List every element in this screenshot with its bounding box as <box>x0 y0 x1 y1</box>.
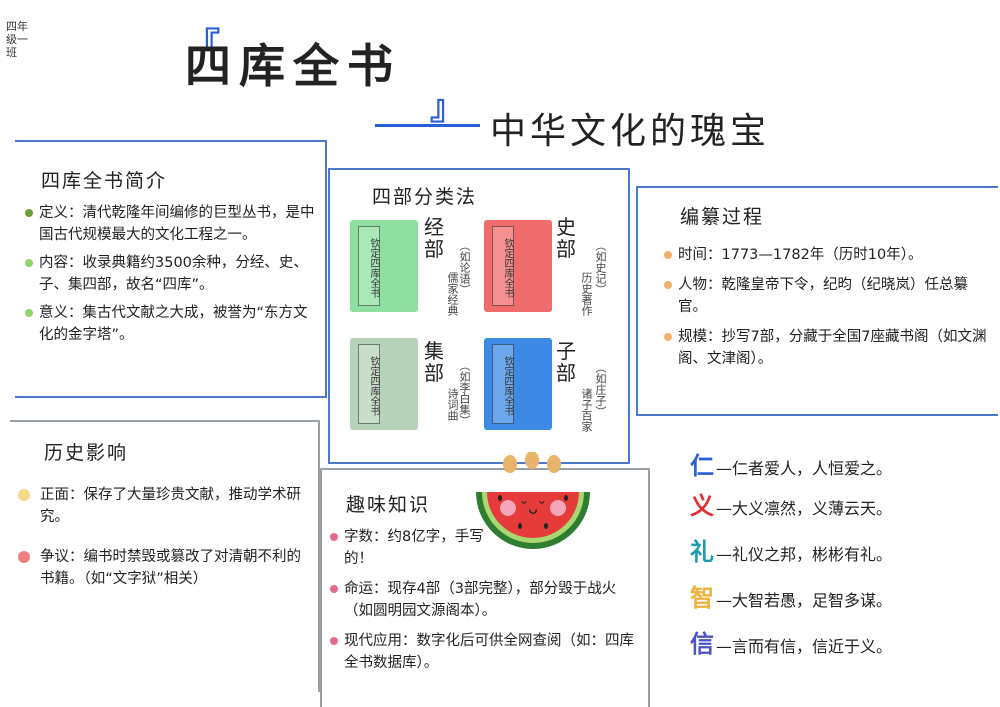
virtue-xin: 信—言而有信，信近于义。 <box>690 624 892 659</box>
virtue-char: 信 <box>690 630 714 658</box>
process-item-text: 人物：乾隆皇帝下令，纪昀（纪晓岚）任总纂官。 <box>678 277 968 315</box>
book-label: 钦定四库全书 <box>492 344 514 424</box>
category-jing: 经部 <box>424 215 444 261</box>
category-zi-desc: 诸子百家 <box>580 388 593 432</box>
book-label: 钦定四库全书 <box>492 226 514 306</box>
category-ji-desc: 诗词曲 <box>446 388 459 421</box>
book-label: 钦定四库全书 <box>358 344 380 424</box>
four-part-panel: 四部分类法 钦定四库全书 经部 儒家经典 （如论语） 钦定四库全书 史部 历史著… <box>328 168 630 464</box>
intro-frame <box>15 140 327 398</box>
category-shi-example: （如史记） <box>594 240 607 295</box>
virtue-char: 礼 <box>690 538 714 566</box>
book-zi: 钦定四库全书 <box>484 338 552 430</box>
virtue-yi: 义—大义凛然，义薄云天。 <box>690 486 892 521</box>
category-zi-example: （如庄子） <box>594 362 607 417</box>
process-list: 时间：1773—1782年（历时10年）。 人物：乾隆皇帝下令，纪昀（纪晓岚）任… <box>664 244 990 370</box>
virtue-text: —大智若愚，足智多谋。 <box>716 591 893 610</box>
virtue-text: —仁者爱人，人恒爱之。 <box>716 459 893 478</box>
intro-heading: 四库全书简介 <box>41 170 168 192</box>
category-zi: 子部 <box>556 339 576 385</box>
category-shi: 史部 <box>556 215 576 261</box>
bullet-dot <box>18 551 30 563</box>
intro-item-text: 定义：清代乾隆年间编修的巨型丛书，是中国古代规模最大的文化工程之一。 <box>39 205 315 243</box>
process-item-people: 人物：乾隆皇帝下令，纪昀（纪晓岚）任总纂官。 <box>664 274 990 318</box>
book-ji: 钦定四库全书 <box>350 338 418 430</box>
process-frame <box>636 186 998 416</box>
four-part-frame <box>328 168 630 464</box>
svg-text:˘ᴗ˘: ˘ᴗ˘ <box>520 499 546 518</box>
virtue-zhi: 智—大智若愚，足智多谋。 <box>690 578 892 613</box>
history-item-controversy: 争议：编书时禁毁或篡改了对清朝不利的书籍。（如“文字狱”相关） <box>18 546 308 590</box>
fun-item-text: 命运：现存4部（3部完整），部分毁于战火（如圆明园文源阁本）。 <box>344 581 617 619</box>
history-item-positive: 正面：保存了大量珍贵文献，推动学术研究。 <box>18 484 308 528</box>
bullet-dot <box>25 259 33 267</box>
fun-item-modern-use: 现代应用：数字化后可供全网查阅（如：四库全书数据库）。 <box>330 630 642 674</box>
process-panel: 编纂过程 时间：1773—1782年（历时10年）。 人物：乾隆皇帝下令，纪昀（… <box>636 186 998 416</box>
history-item-text: 正面：保存了大量珍贵文献，推动学术研究。 <box>40 487 301 525</box>
history-panel: 历史影响 正面：保存了大量珍贵文献，推动学术研究。 争议：编书时禁毁或篡改了对清… <box>10 420 320 692</box>
intro-item-content: 内容：收录典籍约3500余种，分经、史、子、集四部，故名“四库”。 <box>25 252 317 296</box>
category-jing-desc: 儒家经典 <box>446 272 459 316</box>
fun-facts-panel: 趣味知识 字数：约8亿字，手写的！ 命运：现存4部（3部完整），部分毁于战火（如… <box>320 468 650 707</box>
title-dash <box>375 124 480 127</box>
virtue-li: 礼—礼仪之邦，彬彬有礼。 <box>690 532 892 567</box>
fun-item-word-count: 字数：约8亿字，手写的！ <box>330 526 642 570</box>
intro-panel: 四库全书简介 定义：清代乾隆年间编修的巨型丛书，是中国古代规模最大的文化工程之一… <box>15 140 327 398</box>
virtue-text: —言而有信，信近于义。 <box>716 637 893 656</box>
bullet-dot <box>330 637 338 645</box>
category-jing-example: （如论语） <box>458 240 471 295</box>
process-item-text: 时间：1773—1782年（历时10年）。 <box>678 247 923 263</box>
category-shi-desc: 历史著作 <box>580 272 593 316</box>
history-heading: 历史影响 <box>44 442 129 464</box>
fun-facts-heading: 趣味知识 <box>346 494 431 516</box>
bullet-dot <box>664 281 672 289</box>
category-ji: 集部 <box>424 339 444 385</box>
intro-item-text: 内容：收录典籍约3500余种，分经、史、子、集四部，故名“四库”。 <box>39 255 308 293</box>
fun-item-text: 现代应用：数字化后可供全网查阅（如：四库全书数据库）。 <box>344 633 634 671</box>
fun-item-fate: 命运：现存4部（3部完整），部分毁于战火（如圆明园文源阁本）。 <box>330 578 642 622</box>
bullet-dot <box>25 209 33 217</box>
process-item-time: 时间：1773—1782年（历时10年）。 <box>664 244 990 266</box>
history-frame <box>10 420 320 692</box>
bullet-dot <box>330 533 338 541</box>
virtue-char: 智 <box>690 584 714 612</box>
bullet-dot <box>25 309 33 317</box>
book-jing: 钦定四库全书 <box>350 220 418 312</box>
process-heading: 编纂过程 <box>680 206 765 228</box>
title-bracket-open: 『 <box>186 26 220 66</box>
class-label: 四年级一班 <box>6 20 28 59</box>
fun-facts-frame <box>320 468 650 707</box>
bullet-dot <box>664 333 672 341</box>
intro-item-definition: 定义：清代乾隆年间编修的巨型丛书，是中国古代规模最大的文化工程之一。 <box>25 202 317 246</box>
bullet-dot <box>18 489 30 501</box>
four-part-heading: 四部分类法 <box>372 186 478 208</box>
process-item-text: 规模：抄写7部，分藏于全国7座藏书阁（如文渊阁、文津阁）。 <box>678 329 987 367</box>
title-bracket-close: 』 <box>430 88 464 128</box>
history-item-text: 争议：编书时禁毁或篡改了对清朝不利的书籍。（如“文字狱”相关） <box>40 549 301 587</box>
book-label: 钦定四库全书 <box>358 226 380 306</box>
bullet-dot <box>664 251 672 259</box>
virtue-ren: 仁—仁者爱人，人恒爱之。 <box>690 446 892 481</box>
book-shi: 钦定四库全书 <box>484 220 552 312</box>
virtue-char: 义 <box>690 492 714 520</box>
watermelon-seeds-burst <box>503 452 561 473</box>
bullet-dot <box>330 585 338 593</box>
virtue-text: —礼仪之邦，彬彬有礼。 <box>716 545 893 564</box>
intro-list: 定义：清代乾隆年间编修的巨型丛书，是中国古代规模最大的文化工程之一。 内容：收录… <box>25 202 317 346</box>
intro-item-text: 意义：集古代文献之大成，被誉为“东方文化的金字塔”。 <box>39 305 308 343</box>
fun-item-text: 字数：约8亿字，手写的！ <box>344 529 484 567</box>
category-ji-example: （如李白集） <box>458 360 471 426</box>
process-item-scale: 规模：抄写7部，分藏于全国7座藏书阁（如文渊阁、文津阁）。 <box>664 326 990 370</box>
intro-item-significance: 意义：集古代文献之大成，被誉为“东方文化的金字塔”。 <box>25 302 317 346</box>
watermelon-illustration: ˘ᴗ˘ <box>476 452 590 549</box>
page-title: 四库全书 <box>185 39 401 93</box>
history-list: 正面：保存了大量珍贵文献，推动学术研究。 争议：编书时禁毁或篡改了对清朝不利的书… <box>18 484 308 590</box>
fun-facts-list: 字数：约8亿字，手写的！ 命运：现存4部（3部完整），部分毁于战火（如圆明园文源… <box>330 526 642 674</box>
page-subtitle: 中华文化的瑰宝 <box>490 111 771 152</box>
virtue-text: —大义凛然，义薄云天。 <box>716 499 893 518</box>
virtue-char: 仁 <box>690 452 714 480</box>
